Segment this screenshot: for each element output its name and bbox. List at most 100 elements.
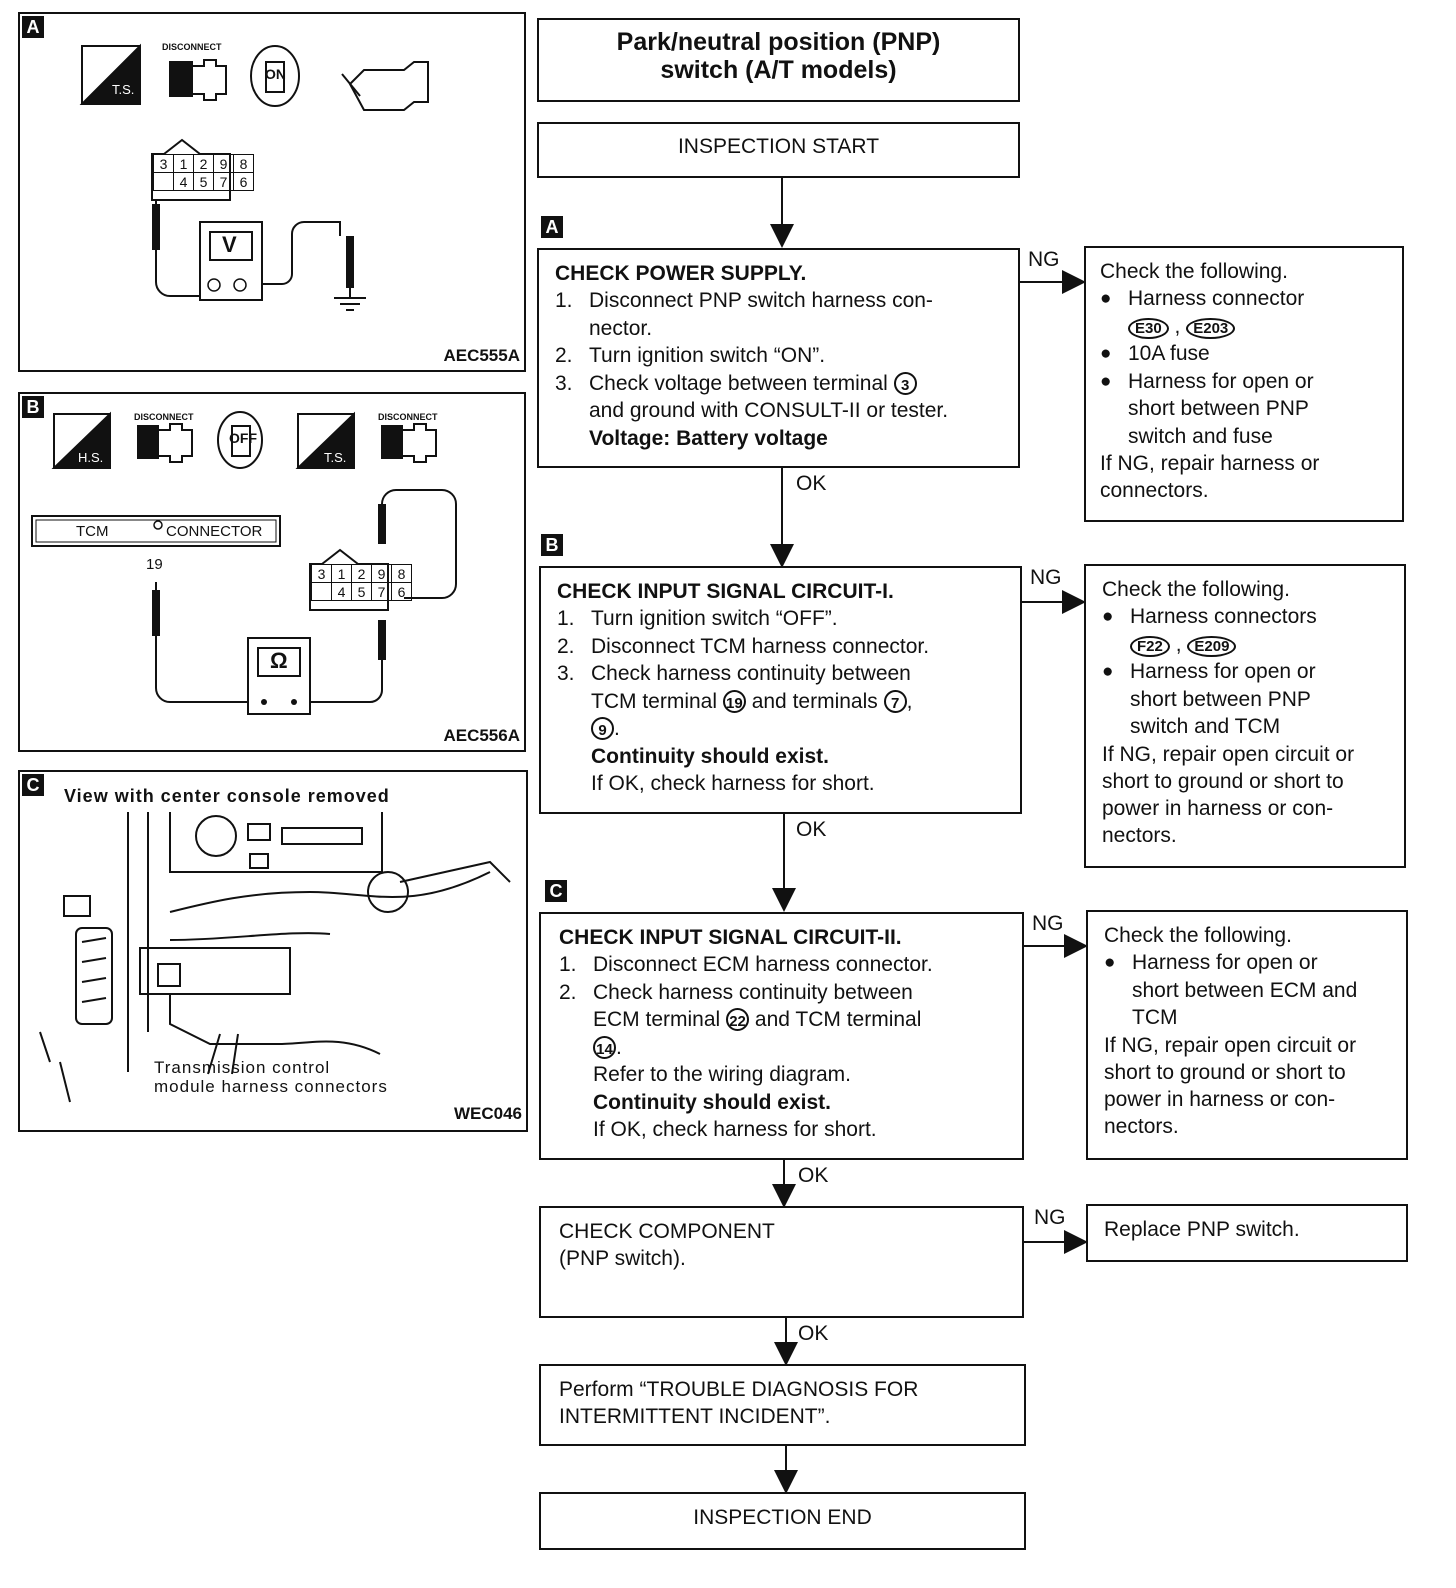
test-icon	[79, 43, 141, 105]
step-c-box: CHECK INPUT SIGNAL CIRCUIT-II. 1.Disconn…	[539, 912, 1024, 1160]
on-key-label: ON	[265, 66, 286, 82]
ignition-on-icon	[250, 45, 300, 107]
step-a-ng-bullet-1: Harness connector	[1128, 287, 1305, 310]
check-component-title: CHECK COMPONENT	[559, 1220, 775, 1243]
connector-f22-badge: F22	[1130, 635, 1170, 657]
ok-label-2: OK	[796, 818, 827, 841]
step-a-ng-head: Check the following.	[1100, 260, 1288, 283]
ok-label-1: OK	[796, 472, 827, 495]
step-c-ng-tail: If NG, repair open circuit or	[1104, 1033, 1357, 1057]
terminal-7-badge: 7	[883, 689, 907, 713]
step-a-item-2: Turn ignition switch “ON”.	[589, 344, 826, 367]
ohmmeter-label: Ω	[270, 648, 288, 673]
figure-b: B	[18, 392, 526, 752]
trouble-diagnosis-line2: INTERMITTENT INCIDENT”.	[559, 1405, 831, 1428]
step-a-tag: A	[541, 216, 563, 238]
replace-pnp-text: Replace PNP switch.	[1104, 1218, 1300, 1241]
step-c-title: CHECK INPUT SIGNAL CIRCUIT-II.	[559, 926, 902, 949]
flowchart-title: Park/neutral position (PNP) switch (A/T …	[616, 28, 941, 84]
step-b-box: CHECK INPUT SIGNAL CIRCUIT-I. 1.Turn ign…	[539, 566, 1022, 814]
step-b-spec: Continuity should exist.	[591, 744, 830, 768]
ng-label-1: NG	[1028, 248, 1060, 271]
step-c-spec: Continuity should exist.	[593, 1090, 832, 1114]
ng-label-2: NG	[1030, 566, 1062, 589]
step-b-after: If OK, check harness for short.	[591, 772, 875, 795]
inspection-end-label: INSPECTION END	[693, 1506, 872, 1529]
voltmeter-label: V	[222, 232, 237, 257]
terminal-22-badge: 22	[726, 1008, 750, 1031]
step-a-ng-box: Check the following. ●Harness connector …	[1084, 246, 1404, 522]
disconnect-label-2: DISCONNECT	[378, 412, 438, 422]
step-a-ng-tail: If NG, repair harness or	[1100, 452, 1320, 475]
trouble-diagnosis-box: Perform “TROUBLE DIAGNOSIS FOR INTERMITT…	[539, 1364, 1026, 1446]
trouble-diagnosis-line1: Perform “TROUBLE DIAGNOSIS FOR	[559, 1378, 919, 1401]
terminal-14-badge: 14	[593, 1035, 616, 1059]
disconnect-icon	[137, 423, 193, 463]
step-c-after: If OK, check harness for short.	[593, 1118, 877, 1141]
disconnect-label: DISCONNECT	[134, 412, 194, 422]
flowchart-title-box: Park/neutral position (PNP) switch (A/T …	[537, 18, 1020, 102]
step-b-item-3: Check harness continuity between	[591, 662, 911, 685]
ignition-off-icon	[217, 411, 263, 469]
step-a-item-1b: nector.	[589, 316, 653, 340]
connector-e30-badge: E30	[1128, 317, 1169, 339]
connector-e203-badge: E203	[1186, 317, 1236, 339]
step-b-ng-head: Check the following.	[1102, 578, 1290, 601]
figure-c-caption: View with center console removed	[64, 786, 390, 806]
figure-b-code: AEC556A	[443, 726, 520, 745]
terminal-19-badge: 19	[722, 689, 746, 713]
step-b-item-1: Turn ignition switch “OFF”.	[591, 607, 838, 630]
figure-a-code: AEC555A	[443, 346, 520, 365]
tcm-connector-note-line1: Transmission control	[154, 1058, 331, 1077]
figure-c: C View with center console removed Trans…	[18, 770, 528, 1132]
step-a-item-3: Check voltage between terminal	[589, 371, 888, 395]
step-c-item-2: Check harness continuity between	[593, 980, 913, 1004]
test-icon	[295, 411, 355, 469]
hand-signal-icon	[51, 411, 111, 469]
step-b-item-2: Disconnect TCM harness connector.	[591, 634, 930, 658]
ng-label-3: NG	[1032, 912, 1064, 935]
connector-label: CONNECTOR	[166, 523, 263, 540]
step-b-title: CHECK INPUT SIGNAL CIRCUIT-I.	[557, 580, 894, 603]
figure-a: A T.S. DI	[18, 12, 526, 372]
step-b-tag: B	[541, 534, 563, 556]
engine-icon	[341, 61, 429, 111]
figure-a-drawing	[79, 43, 429, 311]
inspection-end-box: INSPECTION END	[539, 1492, 1026, 1550]
disconnect-label: DISCONNECT	[162, 42, 222, 52]
tcm-label: TCM	[76, 523, 109, 540]
step-c-ng-bullet-1: Harness for open or	[1132, 951, 1318, 974]
pin-19-label: 19	[146, 556, 163, 573]
step-a-spec: Voltage: Battery voltage	[589, 426, 828, 450]
figure-c-tag: C	[22, 774, 44, 796]
figure-b-drawing	[31, 411, 457, 715]
terminal-3-badge: 3	[893, 371, 917, 395]
step-a-item-3b: and ground with CONSULT-II or tester.	[589, 399, 949, 422]
figure-c-code: WEC046	[453, 1104, 522, 1123]
terminal-9-badge: 9	[591, 717, 614, 740]
step-a-box: CHECK POWER SUPPLY. 1.Disconnect PNP swi…	[537, 248, 1020, 468]
connector-e209-badge: E209	[1187, 635, 1237, 657]
inspection-start-box: INSPECTION START	[537, 122, 1020, 178]
step-c-ng-head: Check the following.	[1104, 924, 1292, 947]
console-drawing	[39, 812, 511, 1103]
tcm-connector-note-line2: module harness connectors	[154, 1077, 388, 1096]
figure-a-tag: A	[22, 16, 44, 38]
inspection-start-label: INSPECTION START	[677, 135, 880, 158]
off-key-label: OFF	[229, 430, 257, 446]
ts-icon-label: T.S.	[324, 450, 347, 465]
step-c-ng-box: Check the following. ●Harness for open o…	[1086, 910, 1408, 1160]
disconnect-icon-2	[381, 423, 437, 463]
step-b-ng-bullet-1: Harness connectors	[1130, 605, 1317, 628]
step-a-ng-bullet-2: 10A fuse	[1128, 342, 1210, 365]
step-c-tag: C	[545, 880, 567, 902]
hs-icon-label: H.S.	[78, 450, 104, 465]
ok-label-4: OK	[798, 1322, 829, 1345]
step-a-title: CHECK POWER SUPPLY.	[555, 262, 807, 285]
step-b-ng-tail: If NG, repair open circuit or	[1102, 742, 1355, 766]
check-component-subtitle: (PNP switch).	[559, 1247, 686, 1270]
step-c-item-refer: Refer to the wiring diagram.	[593, 1063, 851, 1086]
figure-b-tag: B	[22, 396, 44, 418]
